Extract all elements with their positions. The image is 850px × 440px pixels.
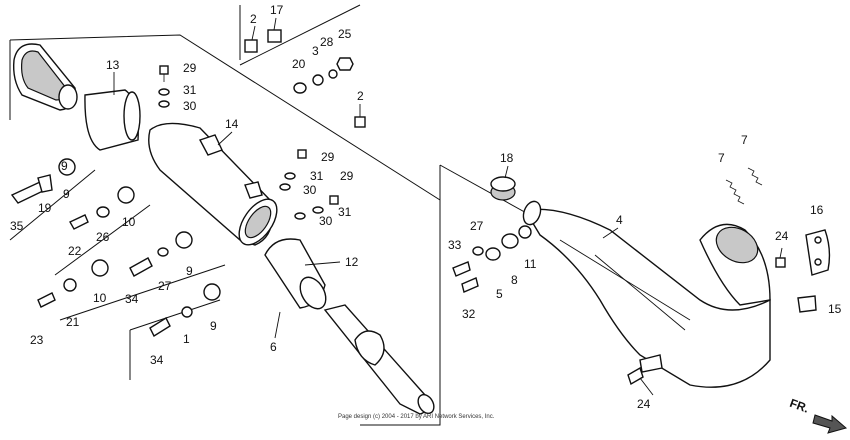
callout-16: 16: [810, 203, 824, 217]
callout-15: 15: [828, 302, 842, 316]
callout-26: 26: [96, 230, 110, 244]
callout-31-top: 31: [183, 83, 197, 97]
callout-2-mid: 2: [357, 89, 364, 103]
callout-11: 11: [524, 257, 537, 271]
callout-1: 1: [183, 332, 190, 346]
top-parts-frame-diag: [239, 4, 361, 66]
exhaust-spring-b: [747, 167, 763, 186]
callout-17: 17: [270, 3, 284, 17]
callout-8: 8: [511, 273, 518, 287]
callout-10-a: 10: [122, 215, 136, 229]
callout-33: 33: [448, 238, 462, 252]
small-fasteners: [10, 29, 786, 386]
callout-20: 20: [292, 57, 306, 71]
callout-29-right: 29: [340, 169, 354, 183]
callout-3: 3: [312, 44, 319, 58]
callout-9-b: 9: [186, 264, 193, 278]
callout-30-top: 30: [183, 99, 197, 113]
callout-27-right: 27: [470, 219, 484, 233]
callout-32: 32: [462, 307, 476, 321]
callout-18: 18: [500, 151, 514, 165]
callout-19: 19: [38, 201, 52, 215]
callout-21: 21: [66, 315, 80, 329]
front-arrow-icon: [812, 414, 848, 434]
callout-7-right: 7: [741, 133, 748, 147]
front-direction-indicator: FR.: [788, 396, 848, 434]
callout-14: 14: [225, 117, 239, 131]
callout-24-bottom: 24: [637, 397, 651, 411]
exhaust-bracket: [805, 229, 831, 276]
inner-pipe: [323, 304, 435, 415]
callout-9-a: 9: [63, 187, 70, 201]
callout-7-left: 7: [718, 151, 725, 165]
tailpipe-end-cap: [12, 43, 78, 111]
callout-24-right: 24: [775, 229, 789, 243]
callout-5: 5: [496, 287, 503, 301]
callout-29-top: 29: [183, 61, 197, 75]
callout-34-lower: 34: [150, 353, 164, 367]
mounting-rubber: [797, 295, 817, 313]
callout-2-top: 2: [250, 12, 257, 26]
muffler-packing: [84, 89, 141, 151]
exhaust-joint-spring-seal: [490, 176, 516, 201]
callout-9-c: 9: [210, 319, 217, 333]
callout-25: 25: [338, 27, 352, 41]
callout-31-right: 31: [338, 205, 352, 219]
callout-6: 6: [270, 340, 277, 354]
left-parts-frame-2: [54, 204, 151, 276]
expansion-chamber: [522, 200, 771, 388]
callout-29-mid: 29: [321, 150, 335, 164]
callout-30-bottom: 30: [319, 214, 333, 228]
callout-23: 23: [30, 333, 44, 347]
front-direction-label: FR.: [788, 396, 811, 416]
left-parts-frame-5: [129, 299, 221, 331]
callout-12: 12: [345, 255, 359, 269]
leader-lines: [113, 17, 783, 396]
callout-10-b: 10: [93, 291, 107, 305]
left-parts-frame-1: [9, 169, 96, 241]
callout-13: 13: [106, 58, 120, 72]
pipe-group-frame: [439, 164, 531, 216]
callout-9-d: 9: [61, 159, 68, 173]
inner-packing: [264, 238, 327, 310]
callout-28: 28: [320, 35, 334, 49]
callout-27-left: 27: [158, 279, 172, 293]
callout-34-upper: 34: [125, 292, 139, 306]
left-parts-frame-3: [59, 264, 226, 321]
callout-30-mid: 30: [303, 183, 317, 197]
callout-4: 4: [616, 213, 623, 227]
muffler-body: [148, 122, 278, 246]
callout-35: 35: [10, 219, 24, 233]
exhaust-spring-a: [725, 179, 745, 205]
callout-22: 22: [68, 244, 82, 258]
copyright-notice: Page design (c) 2004 - 2017 by ARI Netwo…: [338, 414, 495, 420]
callout-31-mid: 31: [310, 169, 324, 183]
